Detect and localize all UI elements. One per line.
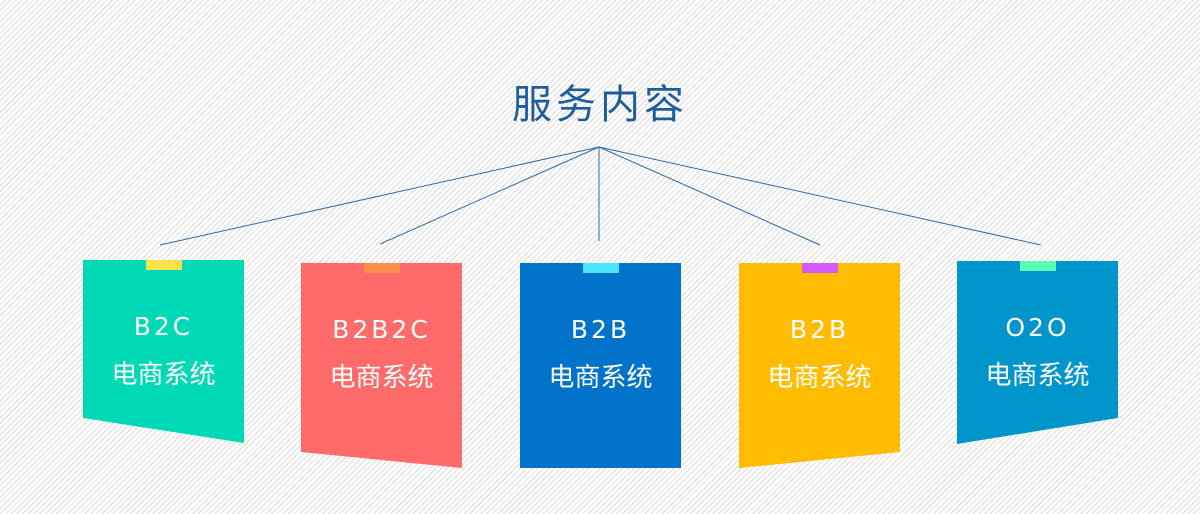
card-shape (739, 263, 900, 468)
card-subtitle: 电商系统 (767, 363, 872, 393)
card-tab (1020, 261, 1056, 271)
card-tab (802, 263, 838, 273)
card-title: O2O (1005, 313, 1070, 342)
connector-line (598, 146, 1042, 246)
card-tab (364, 263, 400, 273)
connector-line (379, 146, 600, 245)
card-subtitle: 电商系统 (111, 360, 216, 390)
connector-line (159, 146, 600, 246)
card-title: B2B (570, 315, 631, 344)
connector-line (598, 146, 821, 246)
card-subtitle: 电商系统 (329, 363, 434, 393)
card-title: B2B (789, 315, 850, 344)
card-shape (83, 260, 244, 443)
card-subtitle: 电商系统 (548, 363, 653, 393)
card-tab (146, 260, 182, 270)
card-title: B2B2C (332, 315, 431, 344)
card-subtitle: 电商系统 (985, 361, 1090, 391)
card-tab (583, 263, 619, 273)
card-shape (301, 263, 462, 468)
card-shape (957, 261, 1118, 444)
card-shape (520, 263, 681, 468)
page-title: 服务内容 (512, 82, 688, 128)
card-title: B2C (133, 312, 194, 341)
